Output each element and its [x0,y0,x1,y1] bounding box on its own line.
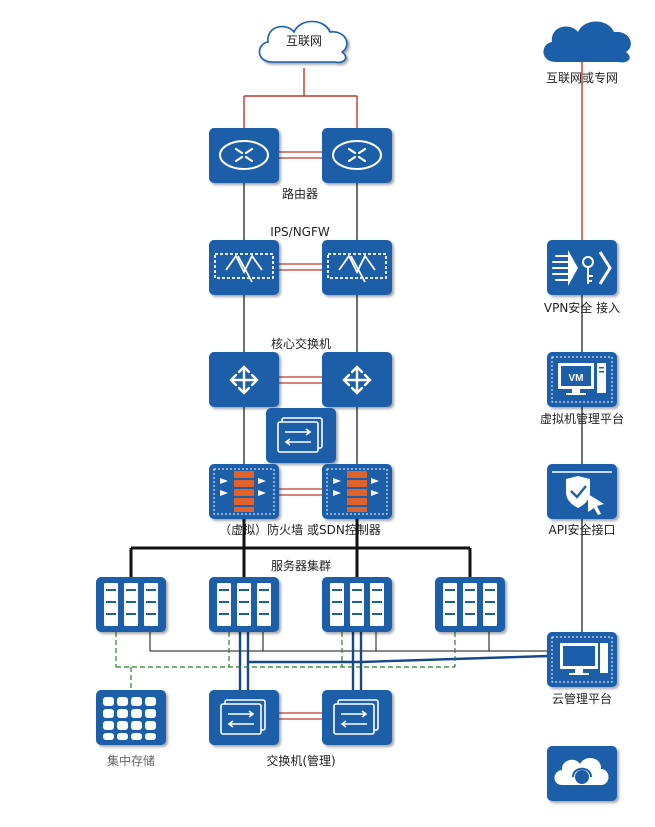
mgmt-switch-right[interactable] [322,690,392,745]
internet-cloud [258,20,348,64]
cloud-support-icon [554,757,609,795]
router-left[interactable] [209,128,279,183]
storage-label: 集中存储 [106,754,156,768]
storage-icon [103,697,156,740]
router-label: 路由器 [281,187,319,201]
firewall-icon [213,468,275,515]
server-rack-icon [104,583,158,626]
mgmt-switch-left[interactable] [209,690,279,745]
management-switch-links [238,632,549,690]
vm-monitor-icon [551,356,613,403]
cloud-icon [258,20,348,64]
sdn-controller[interactable] [266,408,336,463]
server-2[interactable] [209,577,279,632]
internet-router-links [243,62,583,240]
vpn-icon [552,250,612,286]
server-rack-icon [330,583,384,626]
vm-management-platform[interactable]: VM [547,352,617,407]
core-switch-label: 核心交换机 [270,337,332,351]
switch-icon [333,699,379,735]
router-right[interactable] [322,128,392,183]
core-switch-icon [229,365,259,395]
server-3[interactable] [322,577,392,632]
switch-icon [220,699,266,735]
central-storage[interactable] [96,690,166,745]
firewall-icon [326,468,388,515]
firewall-right[interactable] [322,464,392,519]
ips-ngfw-left[interactable] [209,240,279,295]
vm-badge: VM [569,373,584,384]
server-cluster-label: 服务器集群 [270,559,332,573]
sdn-controller-icon [277,417,323,453]
core-vertical-links [243,183,583,632]
api-shield-icon [552,471,612,515]
server-1[interactable] [96,577,166,632]
vm-platform-label: 虚拟机管理平台 [539,412,625,426]
monitor-icon [551,636,613,683]
ips-ngfw-label: IPS/NGFW [270,225,330,239]
core-switch-icon [342,365,372,395]
server-mgmt-links [149,632,548,652]
redundancy-links [279,151,322,720]
internet-private-label: 互联网或专网 [545,71,619,85]
cloud-support-service[interactable] [547,746,617,801]
ips-ngfw-icon [327,253,387,283]
router-icon [219,140,269,170]
firewall-sdn-label: （虚拟）防火墙 或SDN控制器 [219,523,381,537]
server-rack-icon [443,583,497,626]
cloud-platform-label: 云管理平台 [551,692,613,706]
core-switch-left[interactable] [209,352,279,407]
mgmt-switch-label: 交换机(管理) [266,754,336,768]
server-4[interactable] [435,577,505,632]
ips-ngfw-icon [214,253,274,283]
core-switch-right[interactable] [322,352,392,407]
internet-private-cloud [543,21,631,63]
firewall-left[interactable] [209,464,279,519]
api-label: API安全接口 [548,523,616,537]
internet-label: 互联网 [285,34,323,48]
cloud-management-platform[interactable] [547,632,617,687]
vpn-gateway[interactable] [547,240,617,295]
server-bus [129,519,472,577]
vpn-label: VPN安全 接入 [543,301,621,315]
storage-links [115,632,456,690]
server-rack-icon [217,583,271,626]
api-security-interface[interactable] [547,464,617,519]
ips-ngfw-right[interactable] [322,240,392,295]
cloud-icon [543,21,631,63]
connection-lines [115,62,583,720]
router-icon [332,140,382,170]
